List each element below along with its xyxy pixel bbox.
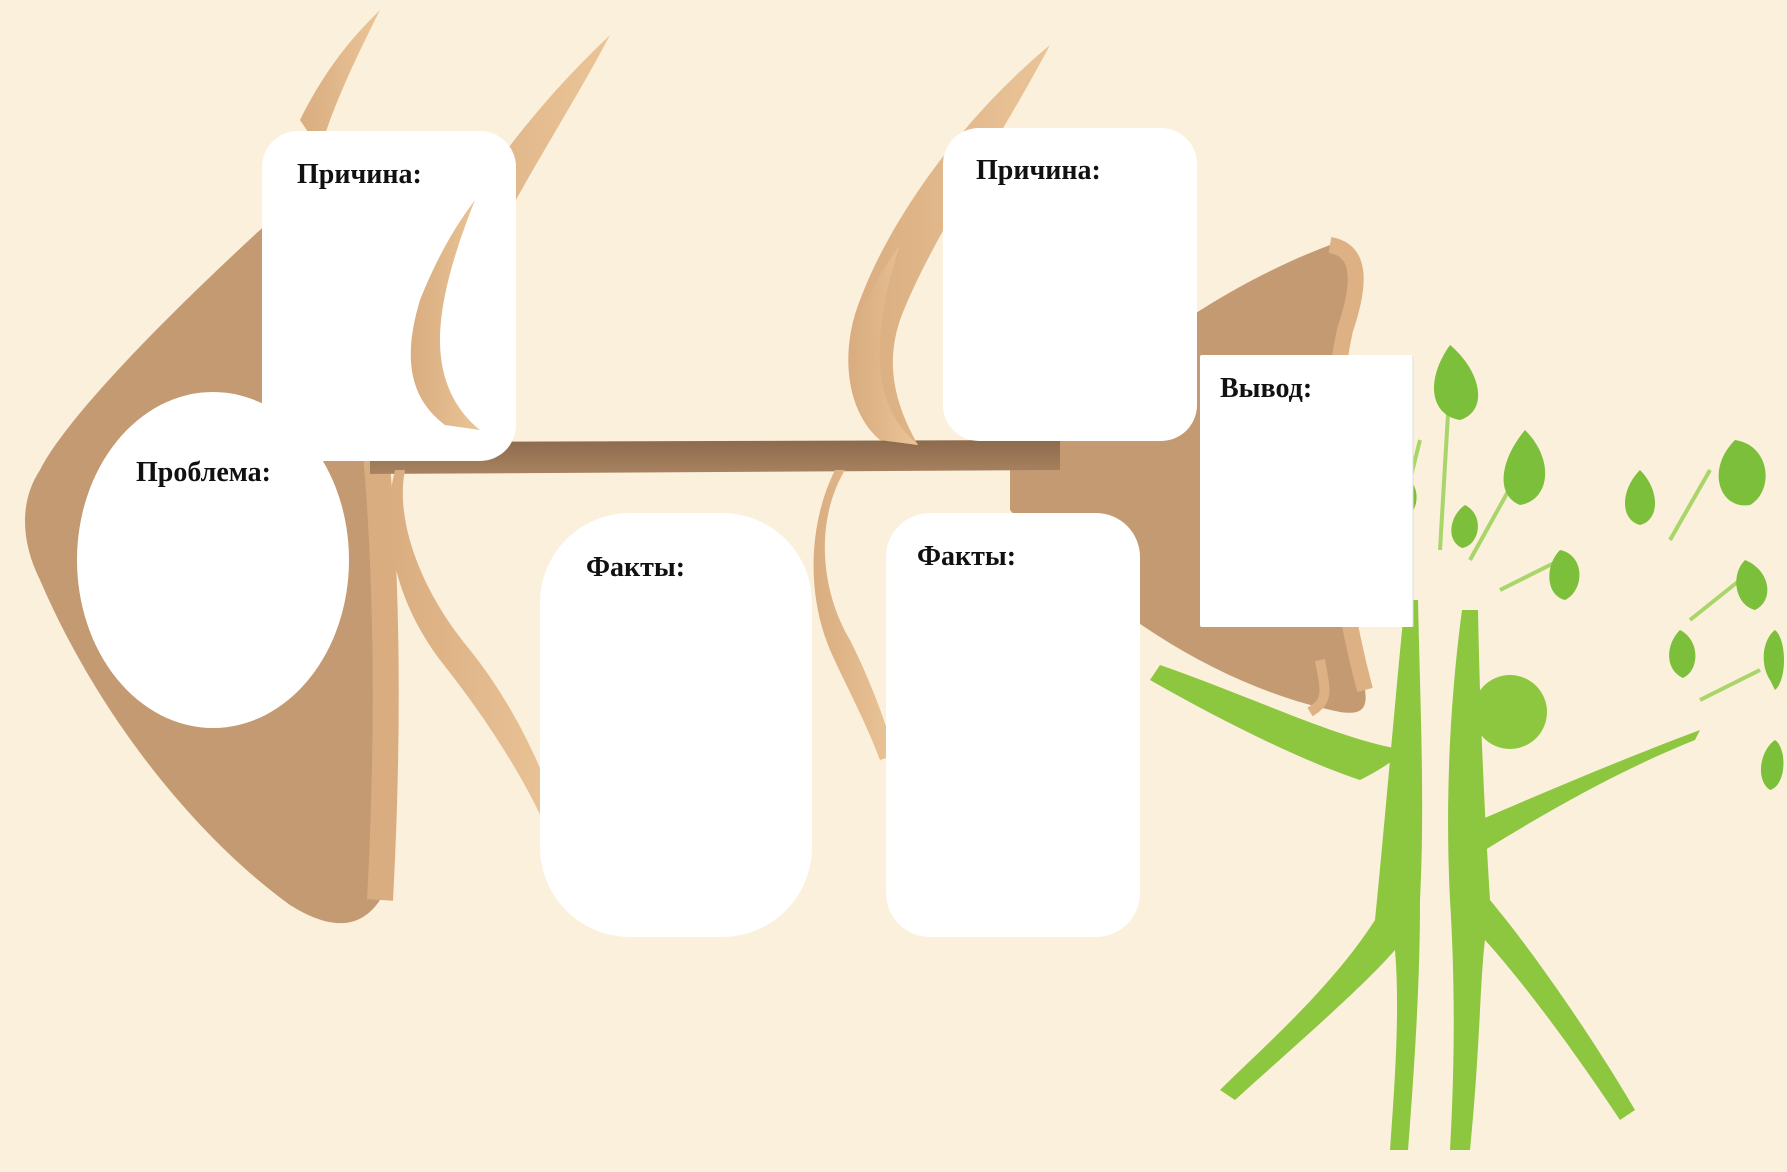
leaf (1669, 630, 1695, 678)
leaf (1736, 560, 1767, 610)
problem-label: Проблема: (136, 459, 271, 487)
leaf (1451, 505, 1478, 548)
conclusion-label: Вывод: (1220, 375, 1312, 403)
leaf (1719, 440, 1766, 505)
facts-label-1: Факты: (586, 554, 685, 582)
facts-card-2 (886, 513, 1140, 937)
leaf (1504, 430, 1546, 505)
facts-label-2: Факты: (917, 543, 1016, 571)
leaf (1761, 740, 1784, 790)
leaf (1434, 345, 1478, 420)
leaf (1549, 550, 1579, 600)
bone-upper-1 (300, 10, 380, 150)
cause-label-1: Причина: (297, 161, 422, 189)
tree-figure-head (1473, 675, 1547, 749)
leaf (1625, 470, 1655, 525)
leaf (1764, 630, 1784, 690)
bone-lower-2 (814, 470, 895, 760)
bone-lower-1 (389, 470, 560, 825)
cause-label-2: Причина: (976, 157, 1101, 185)
tree-figure-right (1448, 610, 1635, 1150)
